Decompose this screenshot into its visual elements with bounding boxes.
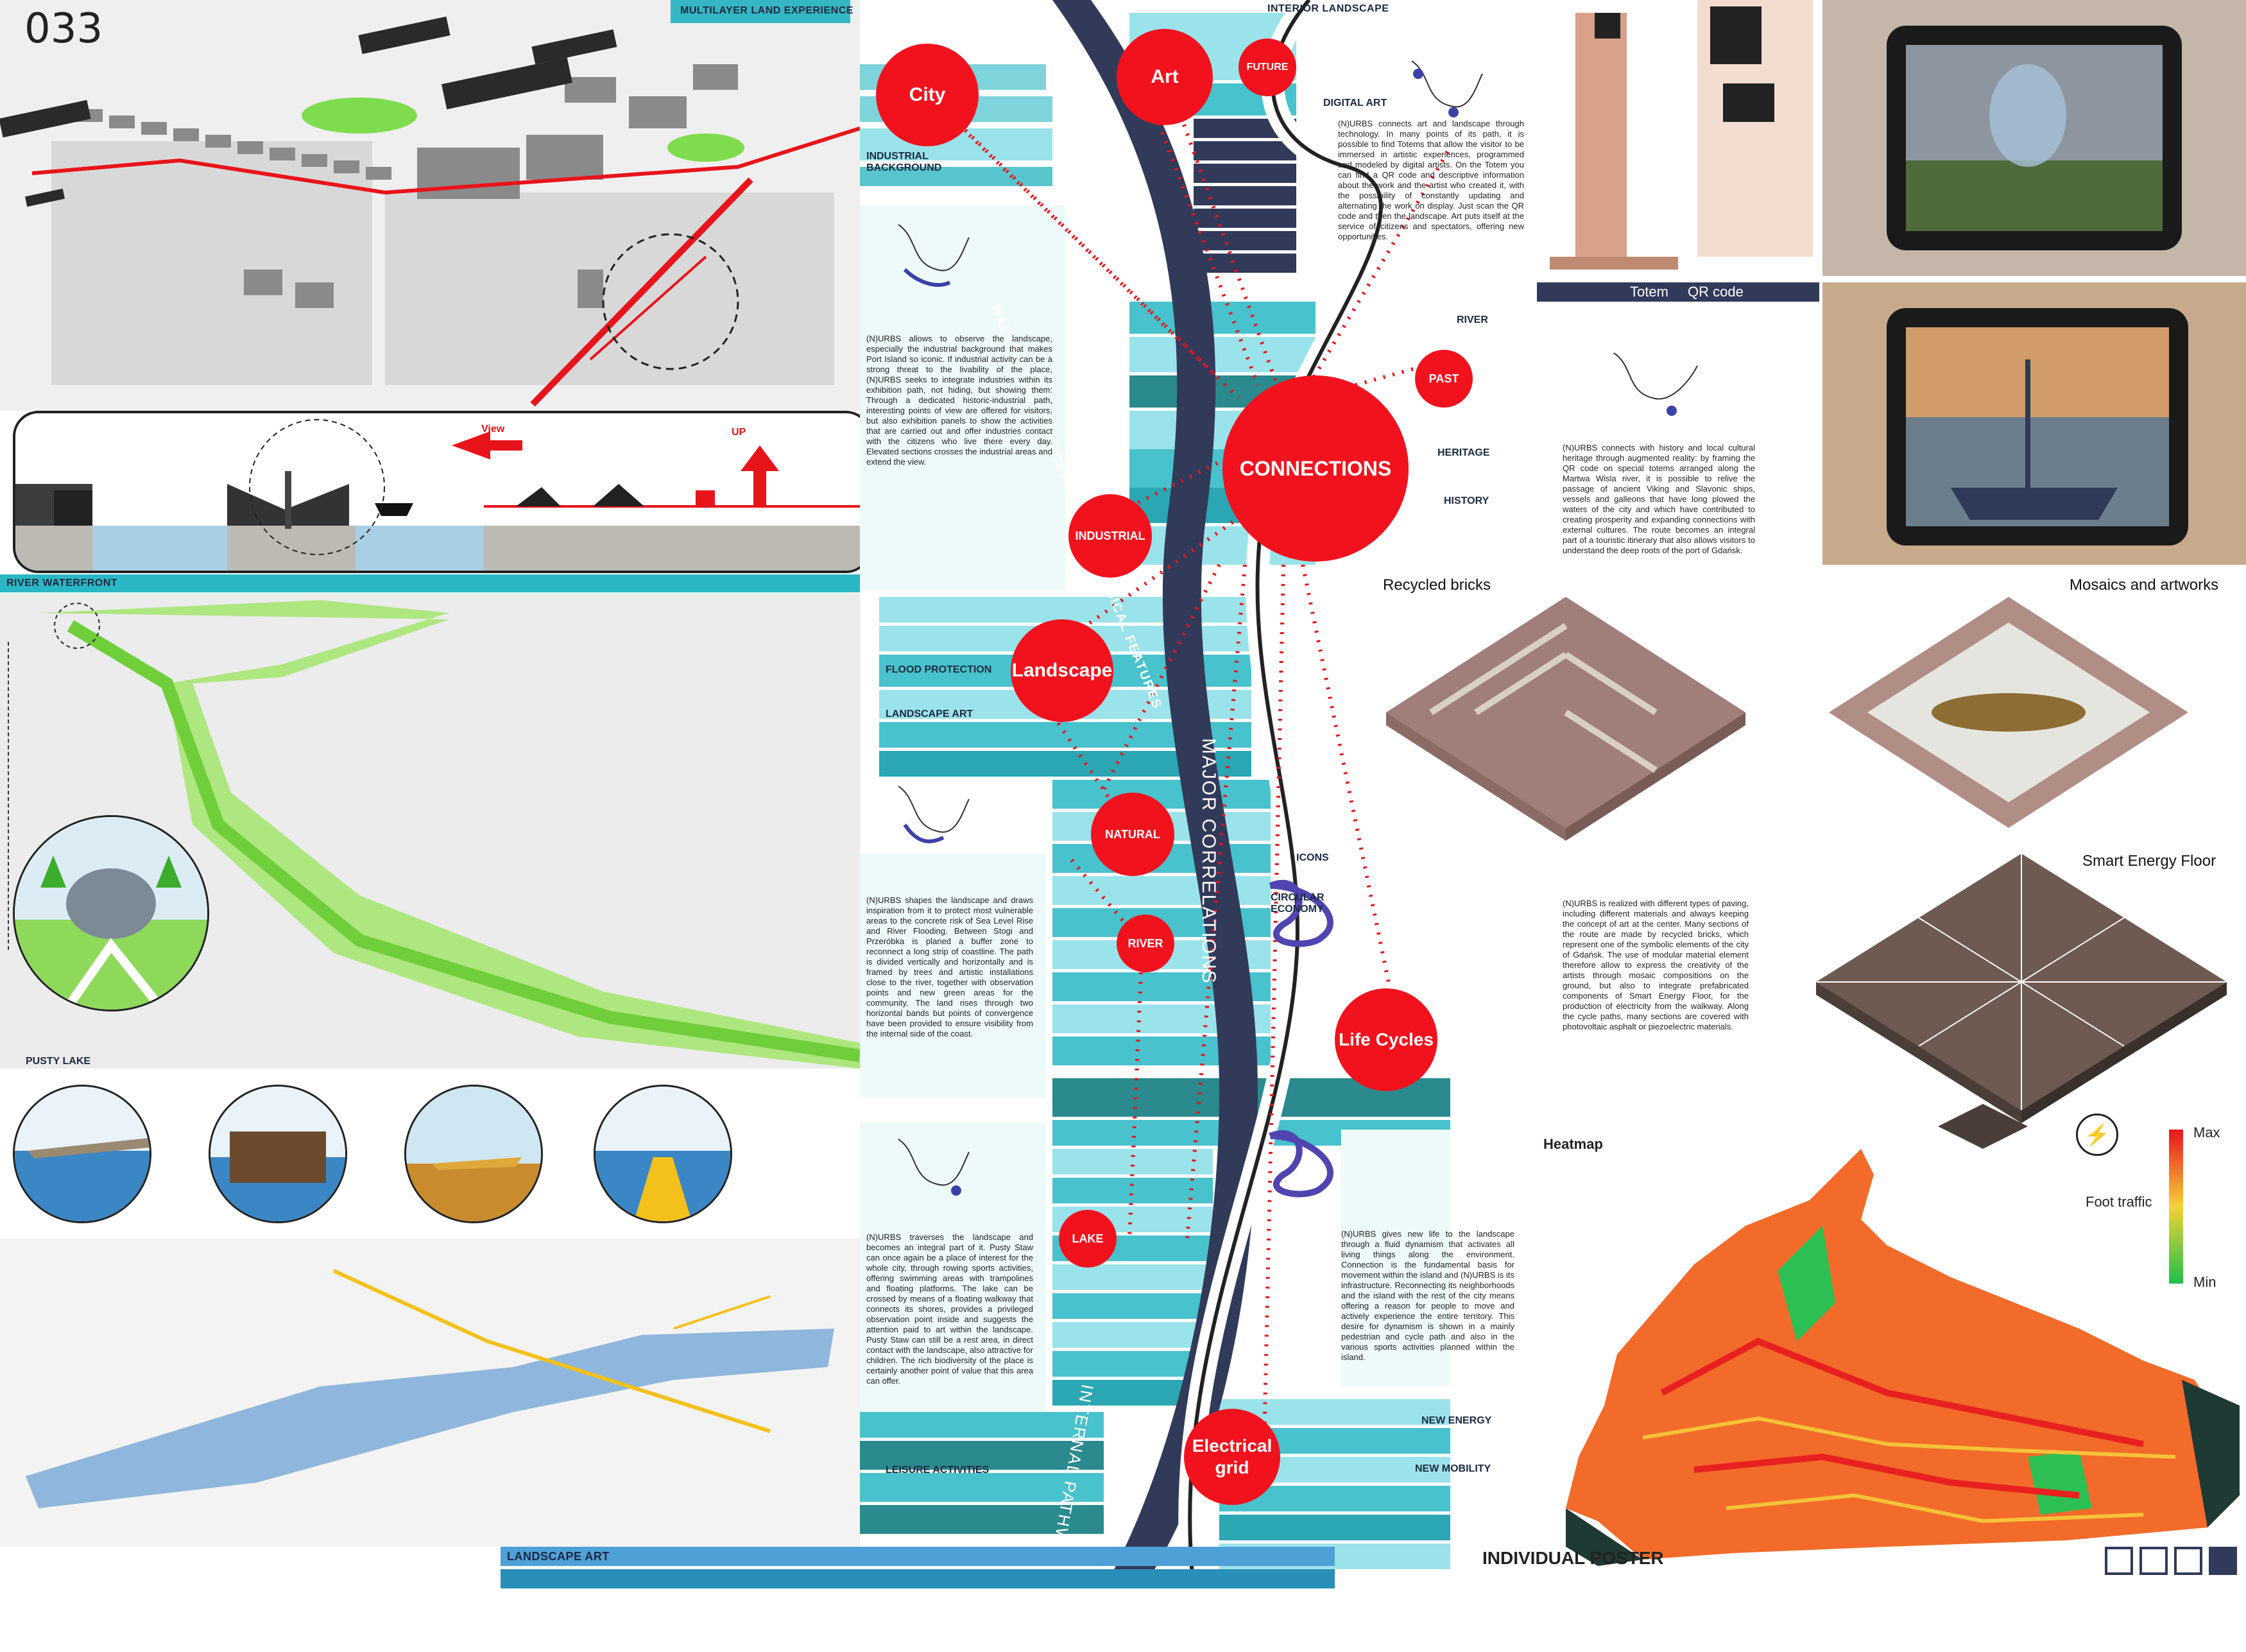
node-landscape: Landscape bbox=[1011, 619, 1113, 722]
node-city: City bbox=[876, 44, 979, 146]
lightning-icon: ⚡ bbox=[2076, 1114, 2118, 1156]
paragraph-history: (N)URBS connects with history and local … bbox=[1563, 443, 1755, 555]
industrial-axonometric bbox=[0, 0, 861, 411]
poster-number: 033 bbox=[24, 5, 103, 53]
view-label: View bbox=[481, 424, 505, 435]
legend-min: Min bbox=[2193, 1274, 2216, 1290]
heatmap-legend-bar bbox=[2169, 1130, 2183, 1284]
smart-energy-image bbox=[1816, 854, 2227, 1123]
node-electrical-grid: Electrical grid bbox=[1184, 1409, 1280, 1505]
tablet-ship-image bbox=[1822, 282, 2246, 565]
page-box bbox=[2174, 1547, 2202, 1575]
band-digital-art: DIGITAL ART bbox=[1323, 98, 1387, 108]
river-waterfront-bar bbox=[0, 574, 963, 592]
band-flood-protection: FLOOD PROTECTION bbox=[886, 664, 992, 675]
band-river: RIVER bbox=[1457, 314, 1488, 325]
paragraph-materials: (N)URBS is realized with different types… bbox=[1563, 899, 1749, 1031]
band-circular-economy: CIRCULAR ECONOMY bbox=[1271, 892, 1324, 915]
node-industrial: INDUSTRIAL bbox=[1068, 494, 1152, 578]
node-connections: CONNECTIONS bbox=[1222, 375, 1409, 562]
node-life-cycles: Life Cycles bbox=[1335, 988, 1437, 1091]
band-new-energy: NEW ENERGY bbox=[1421, 1415, 1492, 1426]
caption-mosaics: Mosaics and artworks bbox=[2070, 576, 2219, 594]
map-sketch-4 bbox=[892, 773, 975, 850]
node-past: PAST bbox=[1415, 350, 1473, 408]
mosaics-image bbox=[1829, 597, 2188, 841]
river-waterfront-label: RIVER WATERFRONT bbox=[6, 578, 118, 589]
node-natural: NATURAL bbox=[1091, 793, 1174, 876]
lake-circle-4 bbox=[594, 1085, 732, 1223]
paragraph-lake: (N)URBS traverses the landscape and beco… bbox=[866, 1232, 1033, 1386]
totem-image bbox=[1537, 0, 1819, 270]
band-new-mobility: NEW MOBILITY bbox=[1415, 1463, 1491, 1474]
paragraph-industrial: (N)URBS allows to observe the landscape,… bbox=[866, 334, 1052, 467]
leader-line bbox=[8, 642, 9, 950]
page-box-active bbox=[2209, 1547, 2237, 1575]
legend-max: Max bbox=[2193, 1124, 2220, 1140]
tablet-art-image bbox=[1822, 0, 2246, 276]
totem-caption-bar bbox=[1537, 282, 1819, 302]
paragraph-landscape: (N)URBS shapes the landscape and draws i… bbox=[866, 895, 1033, 1038]
footer-bottom-bar bbox=[501, 1569, 1335, 1588]
connection-diagram bbox=[860, 0, 1502, 1590]
connection-bands bbox=[860, 0, 1452, 1590]
node-future: FUTURE bbox=[1239, 39, 1296, 96]
section-diagram-drawing bbox=[15, 419, 869, 571]
lake-circle-1 bbox=[13, 1085, 151, 1223]
lake-plan bbox=[0, 1239, 860, 1547]
industrial-axonometric-drawing bbox=[0, 0, 861, 411]
caption-smart-energy: Smart Energy Floor bbox=[2082, 852, 2216, 870]
recycled-bricks-image bbox=[1386, 597, 1745, 841]
band-industrial-background: INDUSTRIAL BACKGROUND bbox=[866, 151, 942, 173]
caption-qr-code: QR code bbox=[1688, 284, 1744, 300]
paragraph-lifecycles: (N)URBS gives new life to the landscape … bbox=[1341, 1229, 1514, 1362]
lake-circle-3 bbox=[404, 1085, 543, 1223]
landscape-art-footer-bar bbox=[501, 1547, 1335, 1566]
page-box bbox=[2105, 1547, 2133, 1575]
heatmap-map bbox=[1566, 1149, 2240, 1566]
major-correlations-label: MAJOR CORRELATIONS bbox=[1198, 738, 1219, 985]
caption-totem: Totem bbox=[1630, 284, 1668, 300]
map-sketch-5 bbox=[892, 1126, 975, 1203]
band-heritage: HERITAGE bbox=[1437, 447, 1490, 458]
up-label: UP bbox=[732, 427, 746, 438]
node-art: Art bbox=[1117, 29, 1213, 125]
page-box bbox=[2139, 1547, 2168, 1575]
caption-recycled-bricks: Recycled bricks bbox=[1383, 576, 1491, 594]
multilayer-header: MULTILAYER LAND EXPERIENCE bbox=[680, 5, 853, 16]
landscape-art-footer-label: LANDSCAPE ART bbox=[507, 1550, 610, 1563]
map-sketch-2 bbox=[1405, 48, 1489, 132]
lake-plan-drawing bbox=[0, 1239, 860, 1547]
multilayer-header-bar bbox=[671, 0, 850, 23]
band-icons: ICONS bbox=[1296, 852, 1329, 863]
lake-circle-2 bbox=[209, 1085, 347, 1223]
page-indicator bbox=[2105, 1547, 2237, 1575]
pusty-lake-label: PUSTY LAKE bbox=[26, 1056, 91, 1067]
interior-landscape-header: INTERIOR LANDSCAPE bbox=[1267, 3, 1389, 14]
paragraph-art: (N)URBS connects art and landscape throu… bbox=[1338, 119, 1524, 241]
caption-heatmap: Heatmap bbox=[1543, 1136, 1603, 1152]
individual-poster-label: INDIVIDUAL POSTER bbox=[1482, 1548, 1664, 1568]
band-landscape-art: LANDSCAPE ART bbox=[886, 709, 973, 719]
node-lake: LAKE bbox=[1059, 1210, 1117, 1268]
section-diagram bbox=[13, 411, 871, 573]
map-sketch-3 bbox=[1607, 340, 1704, 424]
waterfront-detail-circle bbox=[13, 815, 209, 1011]
node-river: RIVER bbox=[1117, 915, 1174, 972]
band-leisure: LEISURE ACTIVITIES bbox=[886, 1465, 990, 1476]
band-history: HISTORY bbox=[1444, 495, 1489, 506]
legend-foot-traffic: Foot traffic bbox=[2086, 1194, 2152, 1210]
energy-tile bbox=[1938, 1104, 2028, 1149]
map-sketch-1 bbox=[892, 212, 975, 295]
